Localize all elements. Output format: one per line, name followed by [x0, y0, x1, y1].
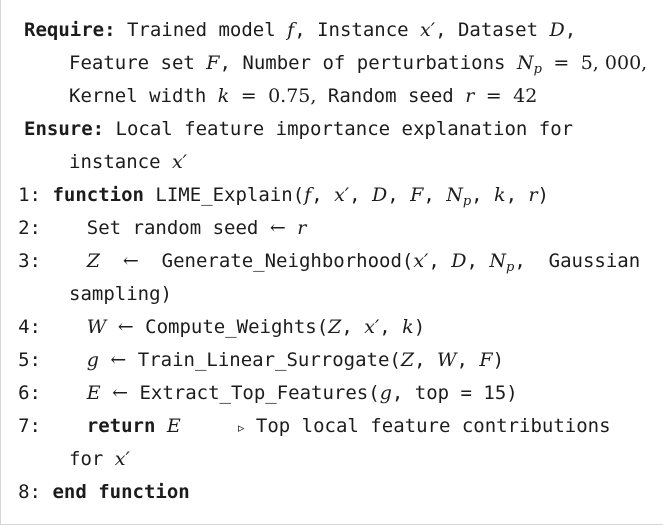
algo-line-2: 2: Set random seed ← r	[1, 212, 306, 244]
line-number: 6:	[18, 382, 41, 404]
algo-line-7-cont: for x′	[69, 448, 130, 470]
algo-line-7: 7: return E ▹ Top local feature contribu…	[1, 410, 611, 442]
line-number: 2:	[18, 217, 41, 239]
algo-line-1: 1: function LIME_Explain(f, x′, D, F, Np…	[1, 179, 549, 211]
keyword-function: function	[52, 184, 144, 206]
line-number: 7:	[18, 415, 41, 437]
line-number: 4:	[18, 316, 41, 338]
require-text: Trained model	[126, 19, 276, 41]
require-line: Require: Trained model f, Instance x′, D…	[24, 19, 577, 41]
statement-text: Set random seed	[86, 217, 259, 239]
require-text: Instance	[317, 19, 409, 41]
ensure-line-cont: instance x′	[69, 151, 187, 173]
ensure-text: instance	[69, 151, 161, 173]
keyword-return: return	[86, 415, 156, 437]
require-value: 5, 000,	[580, 52, 648, 74]
require-value: 42	[513, 85, 538, 107]
comment-triangle-icon: ▹	[237, 421, 245, 436]
require-text: Dataset	[457, 19, 539, 41]
ensure-label: Ensure:	[24, 118, 105, 140]
algo-line-3-cont: sampling)	[69, 278, 172, 310]
comment-text: for	[69, 448, 104, 470]
require-line-cont: Kernel width k = 0.75, Random seed r = 4…	[69, 85, 538, 107]
algo-line-6: 6: E ← Extract_Top_Features(g, top = 15)	[1, 377, 518, 409]
require-text: Random seed	[327, 85, 454, 107]
require-text: Kernel width	[69, 85, 207, 107]
line-number: 5:	[18, 349, 41, 371]
algo-line-3: 3: Z ← Generate_Neighborhood(x′, D, Np, …	[1, 245, 640, 277]
require-line-cont: Feature set F, Number of perturbations N…	[69, 52, 648, 77]
require-value: 0.75,	[268, 85, 317, 107]
statement-text: Generate_Neighborhood(	[161, 250, 414, 272]
statement-text: Train_Linear_Surrogate(	[137, 349, 401, 371]
function-name: LIME_Explain(	[155, 184, 305, 206]
statement-text: Extract_Top_Features(	[139, 382, 380, 404]
line-number: 3:	[18, 250, 41, 272]
ensure-text: Local feature importance explanation for	[115, 118, 574, 140]
require-label: Require:	[24, 19, 116, 41]
algo-line-4: 4: W ← Compute_Weights(Z, x′, k)	[1, 311, 425, 343]
algo-line-5: 5: g ← Train_Linear_Surrogate(Z, W, F)	[1, 344, 504, 376]
statement-text: Compute_Weights(	[145, 316, 329, 338]
require-text: Number of perturbations	[242, 52, 506, 74]
statement-text: top = 15)	[414, 382, 518, 404]
line-number: 1:	[18, 184, 41, 206]
statement-text: Gaussian	[548, 250, 641, 272]
statement-text: sampling)	[69, 283, 172, 305]
keyword-end-function: end function	[52, 481, 190, 503]
line-number: 8:	[18, 481, 41, 503]
require-text: Feature set	[69, 52, 195, 74]
comment-text: Top local feature contributions	[255, 415, 611, 437]
algo-line-8: 8: end function	[1, 476, 190, 508]
ensure-line: Ensure: Local feature importance explana…	[24, 113, 573, 145]
